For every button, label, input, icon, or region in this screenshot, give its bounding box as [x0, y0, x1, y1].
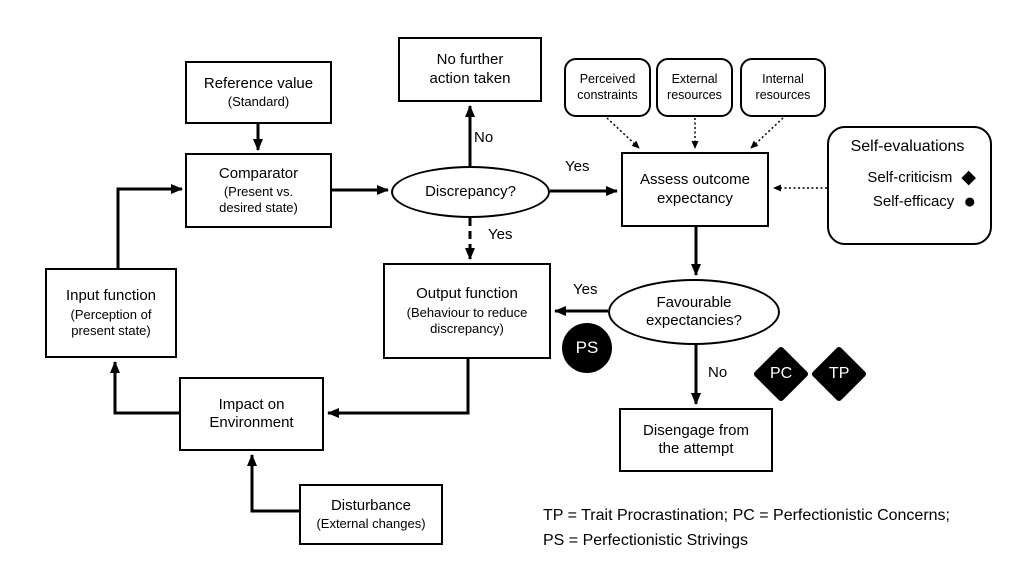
node-disturbance-title: Disturbance	[330, 496, 412, 514]
node-external-resources: External resources	[656, 58, 733, 117]
node-reference-value: Reference value (Standard)	[185, 61, 332, 124]
node-reference-value-subtitle: (Standard)	[227, 94, 290, 110]
node-favourable-decision: Favourable expectancies?	[608, 279, 780, 345]
self-evaluations-item: Self-efficacy ●	[872, 189, 976, 213]
node-perceived-constraints-title: Perceived constraints	[577, 71, 638, 102]
node-assess-outcome-title: Assess outcome expectancy	[639, 171, 751, 207]
node-input-function: Input function (Perception of present st…	[45, 268, 177, 358]
label-yes-to-assess: Yes	[565, 158, 590, 175]
node-input-function-title: Input function	[65, 287, 157, 305]
legend: TP = Trait Procrastination; PC = Perfect…	[543, 503, 1018, 553]
node-internal-resources-title: Internal resources	[755, 71, 811, 102]
edge-input-to-comparator	[116, 184, 183, 268]
edge-output-to-impact	[327, 358, 470, 418]
node-comparator: Comparator (Present vs. desired state)	[185, 153, 332, 228]
node-internal-resources: Internal resources	[740, 58, 826, 117]
node-disengage-title: Disengage from the attempt	[643, 421, 749, 457]
self-evaluations-item: Self-criticism ◆	[867, 166, 976, 188]
node-perceived-constraints: Perceived constraints	[564, 58, 651, 117]
panel-self-evaluations: Self-evaluations Self-criticism ◆ Self-e…	[827, 126, 992, 245]
self-evaluations-title: Self-evaluations	[850, 138, 965, 155]
edge-perceived-constraints-to-assess	[606, 117, 640, 149]
node-output-function: Output function (Behaviour to reduce dis…	[383, 263, 551, 359]
edge-disturbance-to-impact	[247, 454, 299, 513]
badge-pc-label: PC	[769, 364, 793, 382]
node-impact-environment: Impact on Environment	[179, 377, 324, 451]
edge-impact-to-input	[110, 361, 179, 415]
node-discrepancy-title: Discrepancy?	[425, 182, 516, 200]
node-disengage: Disengage from the attempt	[619, 408, 773, 472]
self-criticism-label: Self-criticism	[867, 169, 953, 186]
badge-tp-label: TP	[828, 364, 850, 382]
label-yes-dashed: Yes	[488, 226, 513, 243]
node-input-function-subtitle: (Perception of present state)	[70, 306, 152, 338]
node-no-further-action: No further action taken	[398, 37, 542, 102]
node-comparator-title: Comparator	[218, 164, 299, 182]
badge-ps-circle: PS	[562, 323, 612, 373]
label-yes-to-output: Yes	[573, 281, 598, 298]
badge-ps-label: PS	[575, 338, 599, 357]
label-no-to-disengage: No	[708, 364, 728, 381]
node-disturbance: Disturbance (External changes)	[299, 484, 443, 545]
node-impact-environment-title: Impact on Environment	[209, 395, 294, 431]
node-external-resources-title: External resources	[667, 71, 722, 102]
node-comparator-subtitle: (Present vs. desired state)	[219, 184, 298, 216]
node-reference-value-title: Reference value	[203, 74, 314, 92]
node-discrepancy-decision: Discrepancy?	[391, 166, 550, 218]
node-output-function-title: Output function	[416, 285, 518, 303]
node-no-further-action-title: No further action taken	[429, 51, 511, 87]
legend-line-1: TP = Trait Procrastination; PC = Perfect…	[543, 507, 950, 524]
edge-internal-resources-to-assess	[750, 117, 784, 149]
node-disturbance-subtitle: (External changes)	[316, 516, 426, 532]
label-no-top: No	[474, 129, 494, 146]
node-output-function-subtitle: (Behaviour to reduce discrepancy)	[406, 304, 528, 336]
legend-line-2: PS = Perfectionistic Strivings	[543, 532, 748, 549]
node-favourable-title: Favourable expectancies?	[646, 293, 742, 329]
self-efficacy-label: Self-efficacy	[872, 193, 955, 210]
node-assess-outcome: Assess outcome expectancy	[621, 152, 769, 227]
